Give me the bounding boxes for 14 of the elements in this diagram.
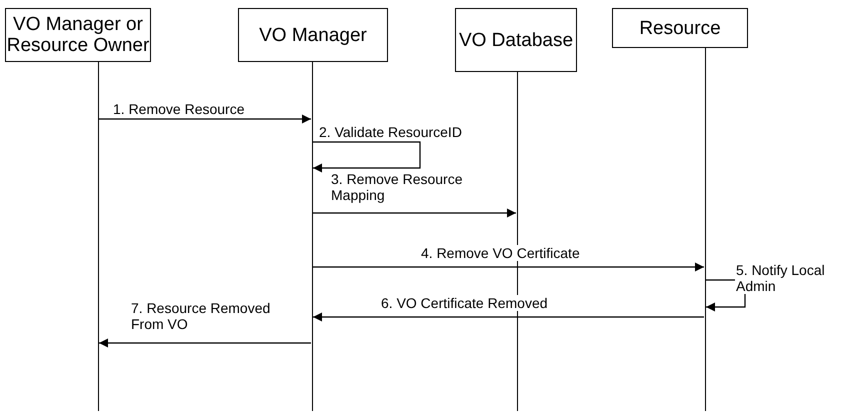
participant-box: VO Database bbox=[455, 8, 577, 72]
participant-box: Resource bbox=[612, 8, 748, 48]
message-label: 1. Remove Resource bbox=[112, 101, 246, 117]
message-arrow bbox=[313, 262, 704, 272]
message-label: 4. Remove VO Certificate bbox=[420, 245, 581, 261]
message-arrow bbox=[313, 312, 704, 322]
message-arrow bbox=[99, 114, 311, 124]
message-arrow bbox=[313, 208, 516, 218]
message-arrow bbox=[99, 338, 311, 348]
participant-box: VO Manager or Resource Owner bbox=[5, 8, 151, 62]
message-label: 2. Validate ResourceID bbox=[318, 124, 463, 140]
message-arrow bbox=[312, 141, 421, 172]
participant-box: VO Manager bbox=[238, 8, 388, 62]
message-label: 6. VO Certificate Removed bbox=[380, 295, 549, 311]
